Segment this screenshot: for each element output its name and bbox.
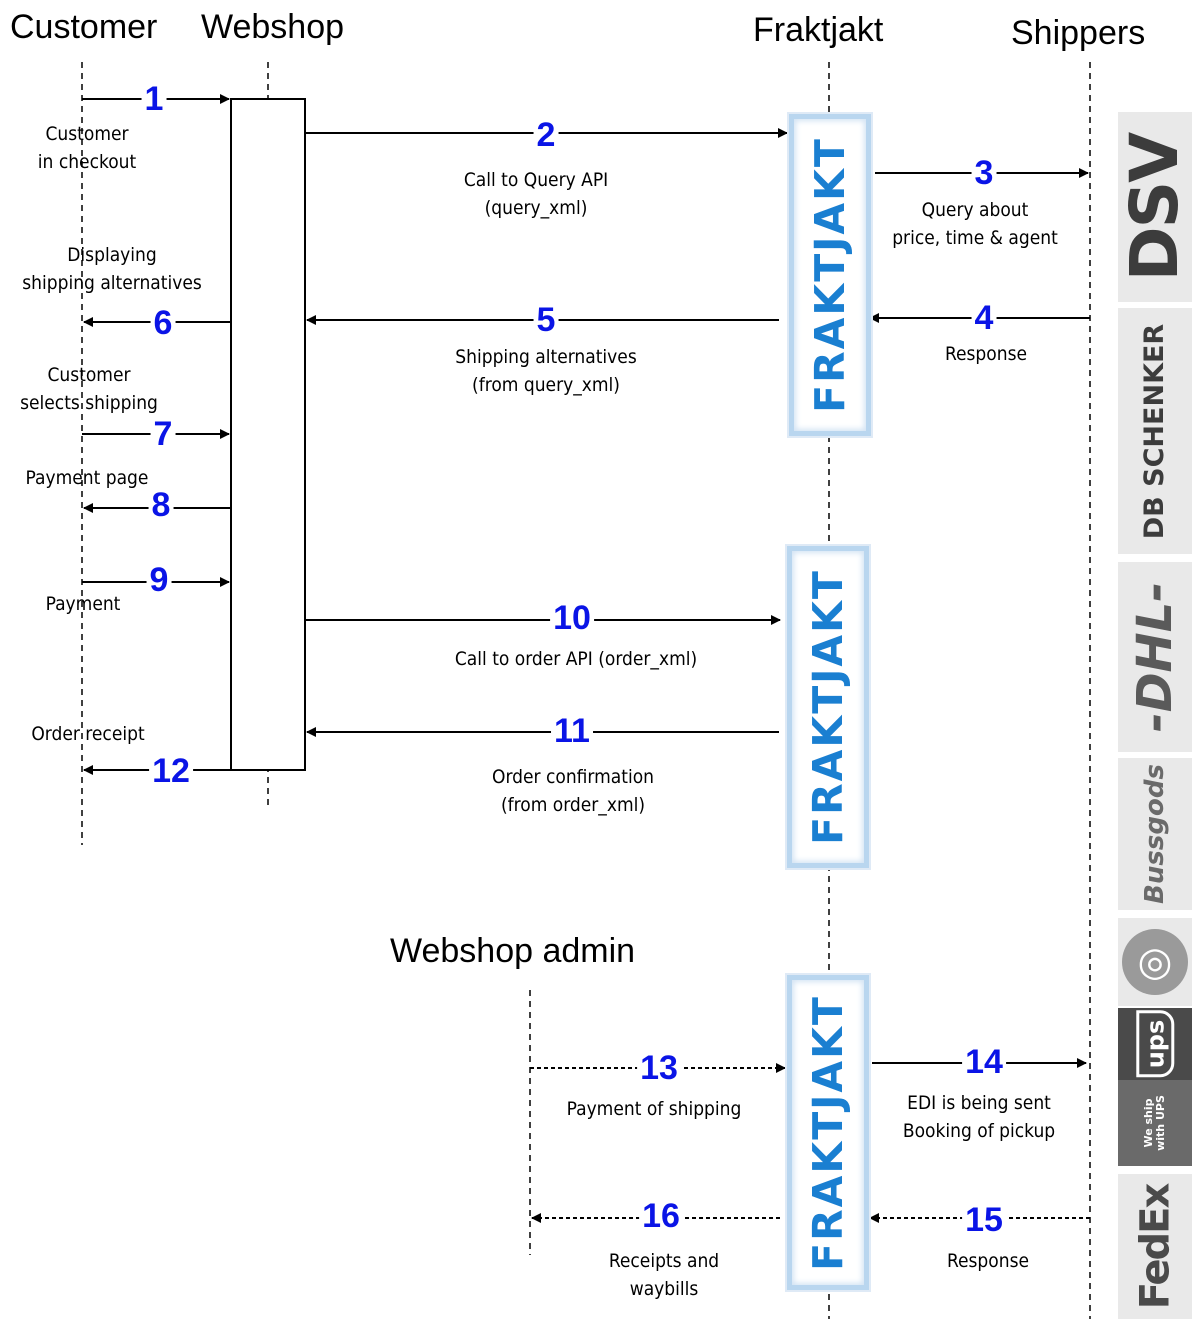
shipper-logo-fedex: FedEx <box>1118 1174 1192 1319</box>
step-number-2: 2 <box>533 118 559 152</box>
posten-circle-icon: ◎ <box>1122 929 1188 995</box>
label-response-bottom: Response <box>946 1250 1030 1272</box>
step-number-13: 13 <box>637 1051 681 1085</box>
label-order-receipt: Order receipt <box>31 723 145 745</box>
step-number-15: 15 <box>962 1203 1006 1237</box>
fraktjakt-logo-box-query: FRAKTJAKT <box>789 114 871 436</box>
step-number-6: 6 <box>150 306 176 340</box>
step-number-16: 16 <box>639 1199 683 1233</box>
label-order-confirmation: Order confirmation (from order_xml) <box>492 766 654 816</box>
shipper-logo-posten: ◎ <box>1118 918 1192 1006</box>
step-number-14: 14 <box>962 1045 1006 1079</box>
fraktjakt-logo-box-order: FRAKTJAKT <box>787 546 869 868</box>
step-number-1: 1 <box>141 82 167 116</box>
step-number-10: 10 <box>550 601 594 635</box>
label-query-about: Query about price, time & agent <box>892 199 1058 249</box>
step-number-5: 5 <box>533 303 559 337</box>
label-customer-selects: Customer selects shipping <box>20 364 158 414</box>
step-number-7: 7 <box>150 417 176 451</box>
shipper-logos-column: DSV DB SCHENKER -DHL- Bussgods ◎ ups We … <box>1118 112 1192 1319</box>
webshop-activation-box <box>230 98 306 771</box>
label-payment-of-shipping: Payment of shipping <box>566 1098 742 1120</box>
fraktjakt-logo-text: FRAKTJAKT <box>806 137 854 413</box>
customer-header: Customer <box>10 8 158 46</box>
step-number-3: 3 <box>971 156 997 190</box>
fraktjakt-logo-box-admin: FRAKTJAKT <box>787 975 869 1290</box>
shipper-logo-dsv: DSV <box>1118 112 1192 302</box>
step-number-11: 11 <box>551 714 593 748</box>
shipper-logo-ups: ups <box>1118 1008 1192 1080</box>
label-edi: EDI is being sent Booking of pickup <box>902 1092 1056 1142</box>
step-number-4: 4 <box>971 301 997 335</box>
shippers-header: Shippers <box>1011 14 1146 52</box>
label-query-api: Call to Query API (query_xml) <box>463 169 609 219</box>
step-number-8: 8 <box>148 488 174 522</box>
label-payment: Payment <box>45 593 121 615</box>
shipper-logo-bussgods: Bussgods <box>1118 758 1192 910</box>
label-payment-page: Payment page <box>25 467 149 489</box>
fraktjakt-logo-text: FRAKTJAKT <box>804 569 852 845</box>
label-shipping-alternatives: Shipping alternatives (from query_xml) <box>455 346 637 396</box>
label-order-api: Call to order API (order_xml) <box>454 648 698 670</box>
fraktjakt-header: Fraktjakt <box>753 11 884 49</box>
shipper-logo-ups-tagline: We ship with UPS <box>1118 1080 1192 1166</box>
step-number-9: 9 <box>146 563 172 597</box>
label-customer-checkout: Customer in checkout <box>37 123 137 173</box>
shipper-logo-dhl: -DHL- <box>1118 562 1192 752</box>
webshop-header: Webshop <box>201 8 345 46</box>
label-receipts: Receipts and waybills <box>608 1250 720 1300</box>
label-response-top: Response <box>944 343 1028 365</box>
shipper-logo-schenker: DB SCHENKER <box>1118 308 1192 554</box>
step-number-12: 12 <box>149 754 193 788</box>
webshop-admin-header: Webshop admin <box>390 932 636 970</box>
fraktjakt-logo-text: FRAKTJAKT <box>804 994 852 1271</box>
label-displaying: Displaying shipping alternatives <box>22 244 202 294</box>
